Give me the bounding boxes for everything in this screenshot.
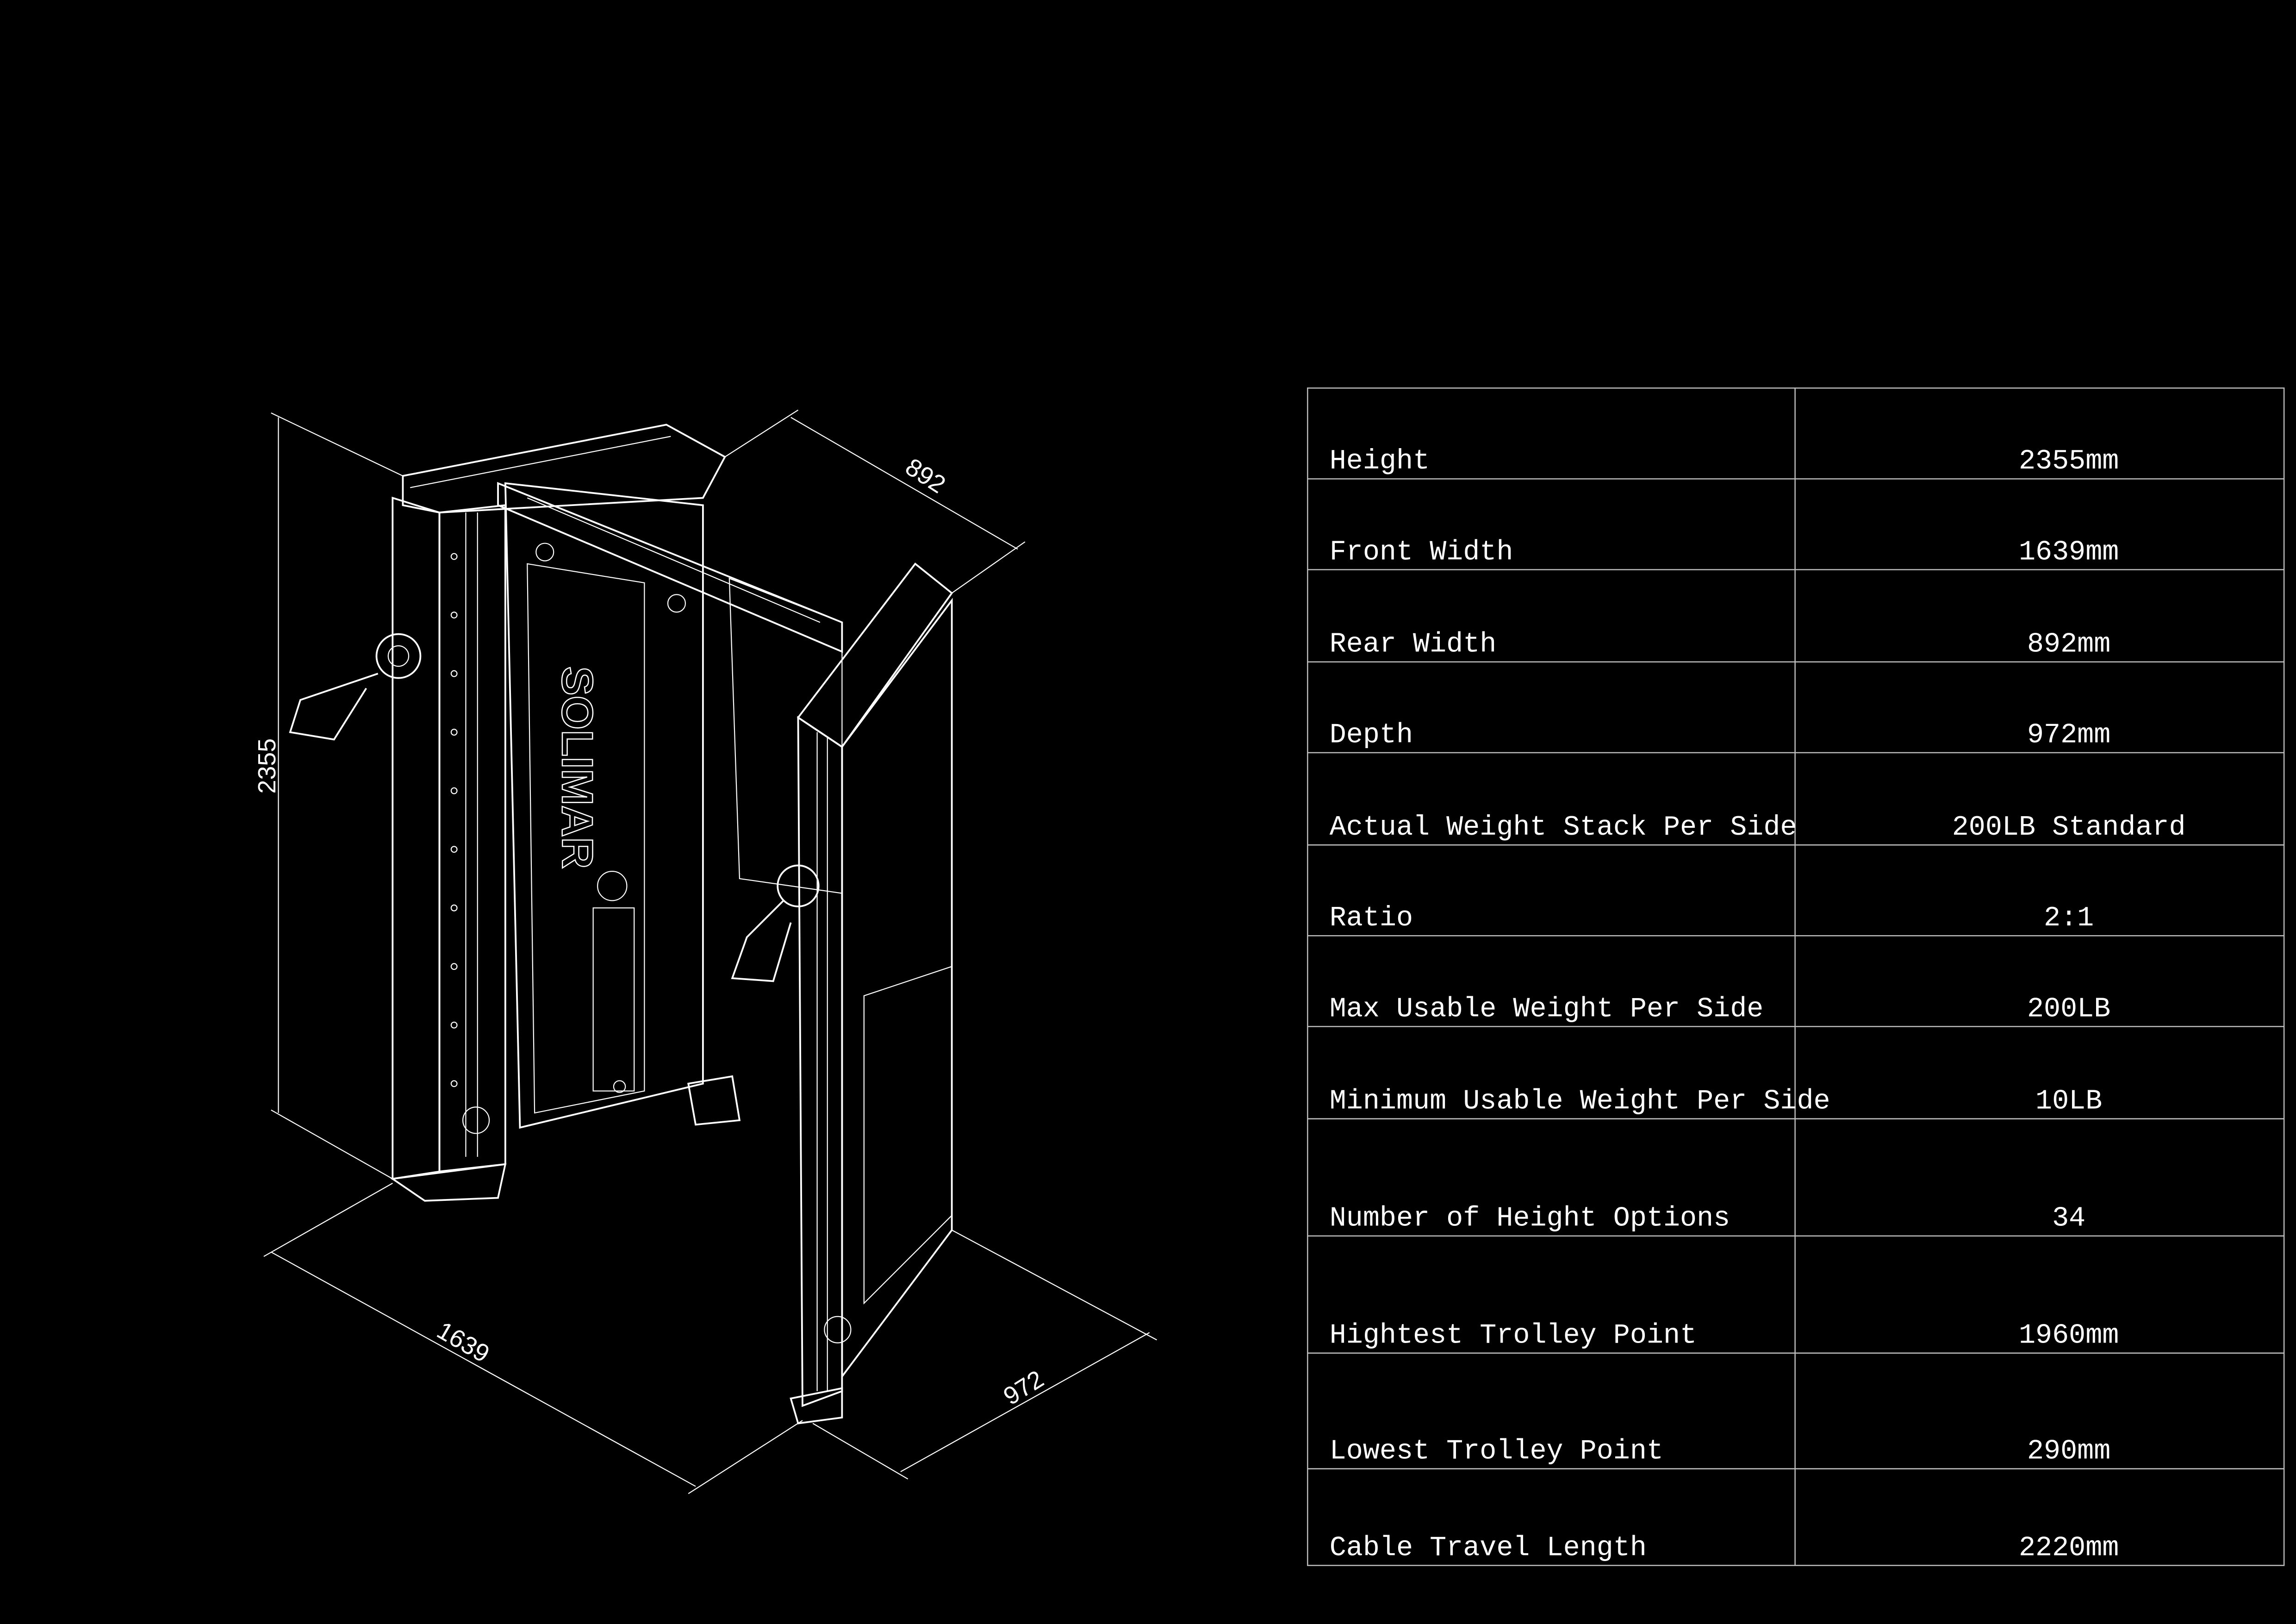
- table-row: Number of Height Options 34: [1330, 1203, 2085, 1235]
- spec-label: Number of Height Options: [1330, 1203, 1730, 1235]
- logo-text: SOLIMAR: [553, 666, 602, 868]
- spec-value: 972mm: [2027, 720, 2110, 751]
- spec-label: Front Width: [1330, 537, 1513, 568]
- dimension-lines: [263, 409, 1157, 1494]
- table-row: Cable Travel Length 2220mm: [1330, 1532, 2119, 1564]
- table-row: Lowest Trolley Point 290mm: [1330, 1436, 2111, 1468]
- spec-value: 200LB: [2027, 993, 2110, 1025]
- spec-value: 892mm: [2027, 629, 2110, 661]
- spec-label: Minimum Usable Weight Per Side: [1330, 1086, 1830, 1118]
- spec-value: 290mm: [2027, 1436, 2110, 1468]
- spec-value: 1960mm: [2019, 1320, 2119, 1352]
- spec-label: Hightest Trolley Point: [1330, 1320, 1697, 1352]
- table-row: Max Usable Weight Per Side 200LB: [1330, 993, 2111, 1025]
- spec-value: 200LB Standard: [1952, 812, 2186, 843]
- table-row: Ratio 2:1: [1330, 903, 2094, 934]
- table-row: Depth 972mm: [1330, 720, 2111, 751]
- spec-label: Height: [1330, 446, 1430, 477]
- table-row: Front Width 1639mm: [1330, 537, 2119, 568]
- spec-value: 10LB: [2035, 1086, 2102, 1118]
- spec-label: Max Usable Weight Per Side: [1330, 993, 1764, 1025]
- table-row: Rear Width 892mm: [1330, 629, 2111, 661]
- spec-value: 2:1: [2044, 903, 2094, 934]
- spec-value: 2220mm: [2019, 1532, 2119, 1564]
- spec-label: Actual Weight Stack Per Side: [1330, 812, 1797, 843]
- spec-value: 2355mm: [2019, 446, 2119, 477]
- dimension-height: 2355: [253, 738, 281, 794]
- table-row: Actual Weight Stack Per Side 200LB Standa…: [1330, 812, 2186, 843]
- spec-value: 1639mm: [2019, 537, 2119, 568]
- spec-label: Ratio: [1330, 903, 1413, 934]
- spec-label: Rear Width: [1330, 629, 1497, 661]
- spec-value: 34: [2052, 1203, 2085, 1235]
- table-row: Minimum Usable Weight Per Side 10LB: [1330, 1086, 2103, 1118]
- spec-label: Lowest Trolley Point: [1330, 1436, 1663, 1468]
- table-row: Height 2355mm: [1330, 446, 2119, 477]
- table-row: Hightest Trolley Point 1960mm: [1330, 1320, 2119, 1352]
- spec-label: Depth: [1330, 720, 1413, 751]
- spec-label: Cable Travel Length: [1330, 1532, 1647, 1564]
- cable-machine-drawing: SOLIMAR: [289, 424, 953, 1424]
